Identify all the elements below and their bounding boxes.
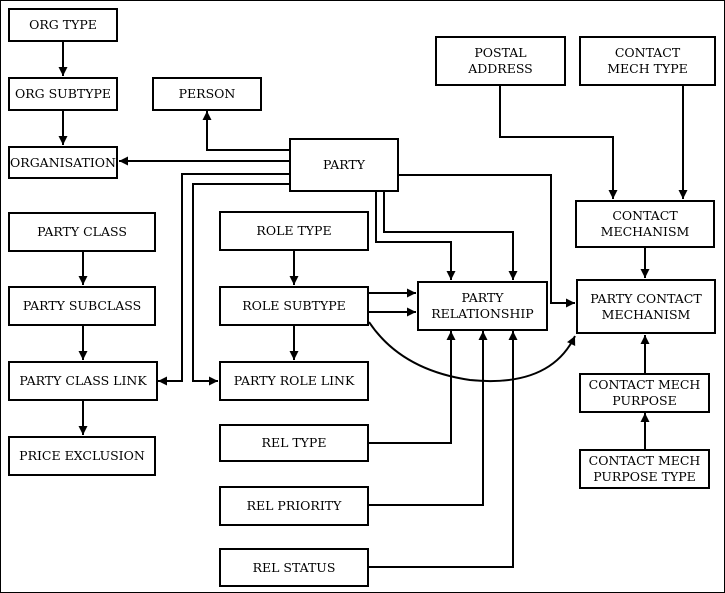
entity-price-exclusion: PRICE EXCLUSION [8, 436, 156, 476]
entity-label: PARTY CONTACT MECHANISM [590, 290, 702, 322]
connector-relstatus-partyrelationship [369, 331, 518, 568]
connector-postaladdress-contactmechanism [499, 86, 618, 199]
entity-contact-mech-purpose: CONTACT MECH PURPOSE [579, 373, 710, 413]
entity-label: ORG TYPE [29, 17, 97, 32]
entity-rel-status: REL STATUS [219, 548, 369, 587]
entity-role-subtype: ROLE SUBTYPE [219, 286, 369, 326]
entity-label: ORGANISATION [10, 154, 116, 170]
entity-label: PARTY CLASS [37, 224, 127, 239]
entity-label: ROLE TYPE [256, 223, 332, 238]
entity-label: PERSON [178, 86, 236, 101]
entity-org-type: ORG TYPE [8, 8, 118, 42]
entity-label: CONTACT MECHANISM [600, 208, 690, 239]
entity-contact-mechanism: CONTACT MECHANISM [575, 200, 715, 248]
entity-label: PARTY SUBCLASS [22, 298, 142, 313]
entity-role-type: ROLE TYPE [219, 211, 369, 251]
entity-label: PARTY CLASS LINK [19, 373, 147, 388]
entity-label: PRICE EXCLUSION [19, 448, 145, 463]
connector-party-partyrelationship-2 [383, 192, 518, 280]
connector-relpriority-partyrelationship [369, 331, 488, 506]
entity-label: REL TYPE [261, 435, 327, 450]
entity-party-role-link: PARTY ROLE LINK [219, 361, 369, 401]
entity-label: PARTY ROLE LINK [233, 373, 355, 388]
entity-organisation: ORGANISATION [8, 146, 118, 179]
entity-label: PARTY RELATIONSHIP [431, 290, 534, 321]
entity-contact-mech-type: CONTACT MECH TYPE [579, 36, 716, 86]
connector-party-partyclasslink [158, 173, 290, 386]
entity-contact-mech-purpose-type: CONTACT MECH PURPOSE TYPE [579, 449, 710, 489]
connector-party-partyrolelink [192, 183, 290, 386]
connector-party-person [202, 111, 290, 151]
entity-rel-type: REL TYPE [219, 424, 369, 462]
connector-party-partyrelationship-1 [375, 192, 456, 280]
entity-party-contact-mechanism: PARTY CONTACT MECHANISM [576, 279, 716, 334]
connector-party-partycontactmechanism [399, 174, 575, 308]
entity-label: ORG SUBTYPE [14, 86, 112, 101]
entity-label: CONTACT MECH PURPOSE [588, 377, 701, 408]
entity-label: REL PRIORITY [246, 498, 342, 513]
entity-party-class-link: PARTY CLASS LINK [8, 361, 158, 401]
entity-label: PARTY [322, 157, 366, 172]
connector-rolesubtype-partycontactmechanism [368, 321, 576, 382]
entity-label: CONTACT MECH TYPE [607, 45, 688, 76]
entity-rel-priority: REL PRIORITY [219, 486, 369, 526]
entity-party-relationship: PARTY RELATIONSHIP [417, 281, 548, 331]
entity-label: CONTACT MECH PURPOSE TYPE [588, 453, 701, 484]
connector-reltype-partyrelationship [369, 331, 456, 444]
entity-label: POSTAL ADDRESS [468, 45, 533, 76]
entity-person: PERSON [152, 77, 262, 111]
entity-label: REL STATUS [252, 559, 336, 575]
entity-org-subtype: ORG SUBTYPE [8, 77, 118, 111]
entity-party-subclass: PARTY SUBCLASS [8, 286, 156, 326]
entity-postal-address: POSTAL ADDRESS [435, 36, 566, 86]
entity-party: PARTY [289, 138, 399, 192]
entity-party-class: PARTY CLASS [8, 212, 156, 252]
entity-label: ROLE SUBTYPE [242, 298, 346, 313]
